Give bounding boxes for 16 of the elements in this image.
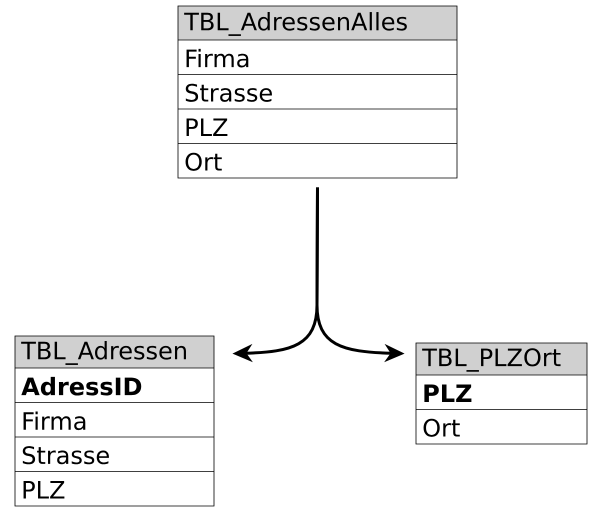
table [416, 342, 588, 444]
table [178, 6, 458, 178]
field-name: Strasse [22, 446, 109, 464]
table-title: TBL_Adressen [21, 341, 186, 365]
table-title: TBL_AdressenAlles [184, 12, 407, 36]
field-name: PLZ [186, 118, 228, 136]
table-title: TBL_PLZOrt [422, 348, 561, 372]
field-name: Strasse [186, 84, 272, 102]
field-name: PLZ [424, 384, 472, 402]
table [14, 336, 214, 506]
field-name: Firma [186, 48, 248, 68]
field-name: Ort [186, 152, 222, 171]
field-name: Ort [424, 418, 460, 437]
field-name: AdressID [21, 376, 142, 396]
field-name: PLZ [24, 481, 64, 499]
field-name: Firma [24, 412, 86, 430]
